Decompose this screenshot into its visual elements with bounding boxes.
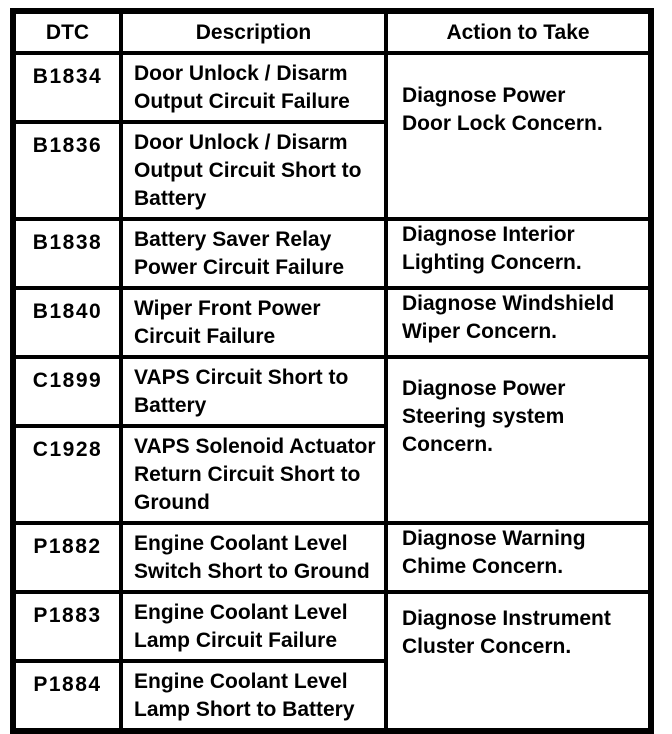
action-cell: Diagnose Warning Chime Concern. <box>384 521 653 594</box>
action-cell: Diagnose Windshield Wiper Concern. <box>384 286 653 359</box>
header-description: Description <box>119 9 388 55</box>
description-cell: Battery Saver Relay Power Circuit Failur… <box>119 217 388 290</box>
table-row: B1838 Battery Saver Relay Power Circuit … <box>11 217 653 290</box>
description-cell: VAPS Circuit Short to Battery <box>119 355 388 428</box>
description-cell: Door Unlock / Disarm Output Circuit Shor… <box>119 120 388 221</box>
table-row: B1840 Wiper Front Power Circuit Failure … <box>11 286 653 359</box>
dtc-cell: B1838 <box>11 217 123 290</box>
action-cell: Diagnose Instrument Cluster Concern. <box>384 590 653 733</box>
table-row: P1882 Engine Coolant Level Switch Short … <box>11 521 653 594</box>
table-header-row: DTC Description Action to Take <box>11 9 653 55</box>
table-row: B1836 Door Unlock / Disarm Output Circui… <box>11 120 651 221</box>
dtc-cell: B1836 <box>11 120 123 221</box>
dtc-cell: B1840 <box>11 286 123 359</box>
scanned-manual-page: DTC Description Action to Take B1834 Doo… <box>10 8 654 734</box>
dtc-cell: C1899 <box>11 355 123 428</box>
table-row: C1899 VAPS Circuit Short to Battery Diag… <box>11 355 653 525</box>
description-cell: Door Unlock / Disarm Output Circuit Fail… <box>119 51 388 124</box>
action-cell: Diagnose Power Door Lock Concern. <box>384 51 653 221</box>
dtc-cell: P1882 <box>11 521 123 594</box>
action-cell: Diagnose Interior Lighting Concern. <box>384 217 653 290</box>
dtc-cell: C1928 <box>11 424 123 525</box>
table-row: C1928 VAPS Solenoid Actuator Return Circ… <box>11 424 651 525</box>
description-cell: Wiper Front Power Circuit Failure <box>119 286 388 359</box>
header-action-to-take: Action to Take <box>384 9 653 55</box>
dtc-cell: B1834 <box>11 51 123 124</box>
description-cell: Engine Coolant Level Lamp Circuit Failur… <box>119 590 388 663</box>
description-cell: Engine Coolant Level Lamp Short to Batte… <box>119 659 388 733</box>
dtc-table: DTC Description Action to Take B1834 Doo… <box>10 8 654 734</box>
action-cell: Diagnose Power Steering system Concern. <box>384 355 653 525</box>
description-cell: VAPS Solenoid Actuator Return Circuit Sh… <box>119 424 388 525</box>
description-cell: Engine Coolant Level Switch Short to Gro… <box>119 521 388 594</box>
header-dtc: DTC <box>11 9 123 55</box>
dtc-cell: P1883 <box>11 590 123 663</box>
dtc-cell: P1884 <box>11 659 123 733</box>
table-row: P1883 Engine Coolant Level Lamp Circuit … <box>11 590 653 733</box>
table-row: B1834 Door Unlock / Disarm Output Circui… <box>11 51 653 221</box>
